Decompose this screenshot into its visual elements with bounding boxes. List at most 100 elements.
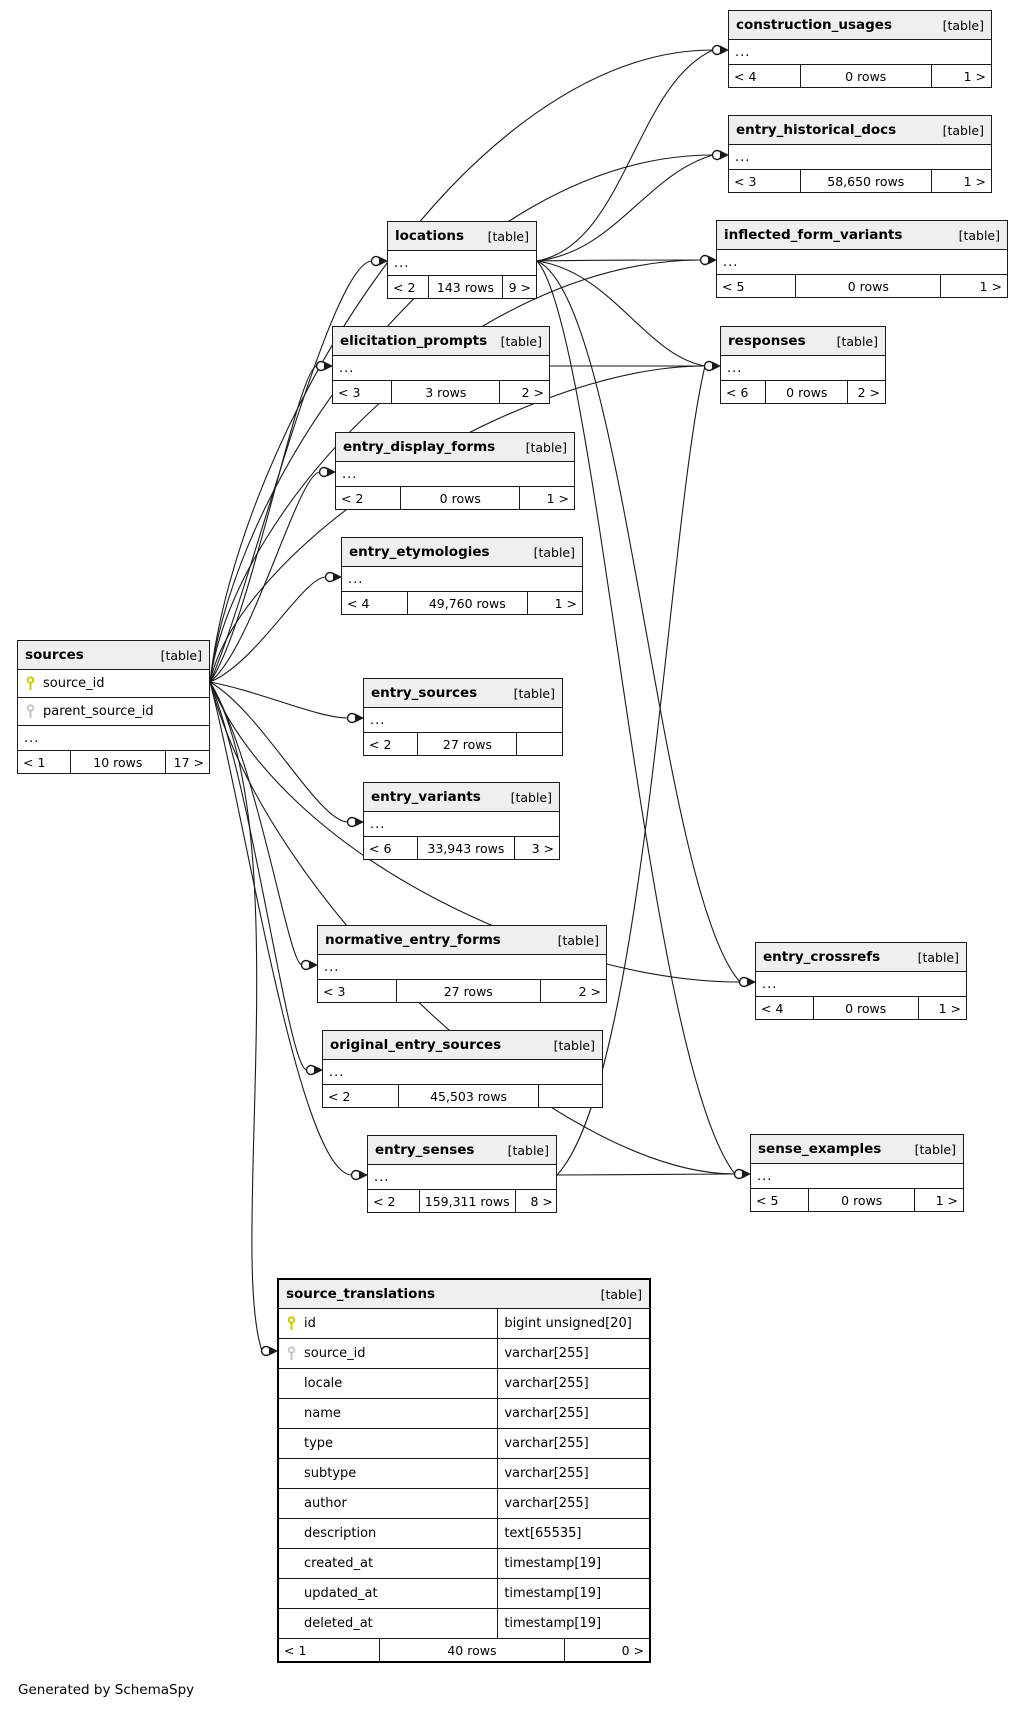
footer-parent-count[interactable]: < 5 bbox=[756, 1192, 779, 1208]
footer-parent-count[interactable]: < 2 bbox=[341, 490, 364, 506]
table-name-label[interactable]: entry_crossrefs bbox=[763, 949, 881, 965]
table-ellipsis-row[interactable]: ... bbox=[751, 1163, 963, 1188]
footer-parent-count[interactable]: < 4 bbox=[347, 595, 370, 611]
table-name-label[interactable]: responses bbox=[728, 333, 806, 349]
footer-parent-count[interactable]: < 3 bbox=[734, 173, 757, 189]
table-name-label[interactable]: sense_examples bbox=[758, 1141, 882, 1157]
table-ellipsis-row[interactable]: ... bbox=[318, 954, 606, 979]
table-name-label[interactable]: entry_sources bbox=[371, 685, 478, 701]
footer-parent-count[interactable]: < 5 bbox=[722, 278, 745, 294]
footer-child-count[interactable]: 1 > bbox=[940, 275, 1007, 297]
table-name-label[interactable]: elicitation_prompts bbox=[340, 333, 488, 349]
footer-parent-count[interactable]: < 3 bbox=[323, 983, 346, 999]
table-header[interactable]: entry_senses[table] bbox=[368, 1136, 556, 1164]
table-ellipsis-row[interactable]: ... bbox=[323, 1059, 602, 1084]
footer-parent-count[interactable]: < 1 bbox=[284, 1642, 307, 1658]
footer-parent-count[interactable]: < 4 bbox=[734, 68, 757, 84]
footer-parent-count[interactable]: < 2 bbox=[328, 1088, 351, 1104]
table-name-label[interactable]: source_translations bbox=[286, 1286, 436, 1302]
footer-child-count[interactable]: 0 > bbox=[563, 1639, 649, 1661]
footer-child-count[interactable] bbox=[537, 1085, 602, 1107]
footer-parent-count[interactable]: < 1 bbox=[23, 754, 46, 770]
footer-child-count[interactable]: 1 > bbox=[526, 592, 582, 614]
table-type-badge: [table] bbox=[942, 17, 984, 33]
column-row[interactable]: parent_source_id bbox=[18, 697, 209, 725]
column-row[interactable]: source_id bbox=[18, 669, 209, 697]
footer-child-count[interactable]: 1 > bbox=[930, 65, 991, 87]
table-ellipsis-row[interactable]: ... bbox=[364, 811, 559, 836]
table-ellipsis-row[interactable]: ... bbox=[364, 707, 562, 732]
footer-parent-count[interactable]: < 2 bbox=[373, 1193, 396, 1209]
table-name-label[interactable]: entry_etymologies bbox=[349, 544, 490, 560]
column-name: id bbox=[304, 1316, 316, 1331]
table-header[interactable]: entry_historical_docs[table] bbox=[729, 116, 991, 144]
footer-child-count[interactable] bbox=[516, 733, 562, 755]
table-name-label[interactable]: entry_variants bbox=[371, 789, 481, 805]
table-ellipsis-row[interactable]: ... bbox=[336, 461, 574, 486]
table-header[interactable]: locations[table] bbox=[388, 222, 536, 250]
footer-parent-count[interactable]: < 2 bbox=[369, 736, 392, 752]
footer-child-count[interactable]: 17 > bbox=[165, 751, 209, 773]
table-header[interactable]: original_entry_sources[table] bbox=[323, 1031, 602, 1059]
table-name-label[interactable]: normative_entry_forms bbox=[325, 932, 501, 948]
table-name-label[interactable]: sources bbox=[25, 647, 84, 663]
footer-child-count[interactable]: 9 > bbox=[501, 276, 536, 298]
footer-child-count[interactable]: 2 > bbox=[499, 381, 549, 403]
table-header[interactable]: elicitation_prompts[table] bbox=[333, 327, 549, 355]
table-name-label[interactable]: entry_historical_docs bbox=[736, 122, 897, 138]
footer-child-count[interactable]: 1 > bbox=[519, 487, 574, 509]
footer-child-count[interactable]: 8 > bbox=[514, 1190, 558, 1212]
table-header[interactable]: sense_examples[table] bbox=[751, 1135, 963, 1163]
table-header[interactable]: entry_display_forms[table] bbox=[336, 433, 574, 461]
footer-parent-count[interactable]: < 4 bbox=[761, 1000, 784, 1016]
table-header[interactable]: entry_sources[table] bbox=[364, 679, 562, 707]
table-name-label[interactable]: locations bbox=[395, 228, 465, 244]
footer-parent-count[interactable]: < 6 bbox=[726, 384, 749, 400]
table-name-label[interactable]: inflected_form_variants bbox=[724, 227, 903, 243]
table-ellipsis-row[interactable]: ... bbox=[333, 355, 549, 380]
table-header[interactable]: construction_usages [table] bbox=[729, 11, 991, 39]
table-ellipsis-row[interactable]: ... bbox=[388, 250, 536, 275]
table-header[interactable]: normative_entry_forms[table] bbox=[318, 926, 606, 954]
table-ellipsis-row[interactable]: ... bbox=[729, 144, 991, 169]
footer-child-count[interactable]: 1 > bbox=[917, 997, 966, 1019]
table-header[interactable]: inflected_form_variants[table] bbox=[717, 221, 1007, 249]
table-ellipsis-row[interactable]: ... bbox=[729, 39, 991, 64]
footer-child-count[interactable]: 1 > bbox=[914, 1189, 963, 1211]
table-header[interactable]: entry_crossrefs[table] bbox=[756, 943, 966, 971]
footer-child-count[interactable]: 1 > bbox=[930, 170, 991, 192]
table-header[interactable]: entry_variants[table] bbox=[364, 783, 559, 811]
table-header[interactable]: responses[table] bbox=[721, 327, 885, 355]
table-ellipsis-row[interactable]: ... bbox=[756, 971, 966, 996]
table-header[interactable]: sources[table] bbox=[18, 641, 209, 669]
table-ellipsis-row[interactable]: ... bbox=[717, 249, 1007, 274]
footer-parent-count[interactable]: < 3 bbox=[338, 384, 361, 400]
footer-parent-count[interactable]: < 6 bbox=[369, 840, 392, 856]
table-ellipsis-row[interactable]: ... bbox=[18, 725, 209, 750]
table-name-label[interactable]: original_entry_sources bbox=[330, 1037, 502, 1053]
table-ellipsis-row[interactable]: ... bbox=[368, 1164, 556, 1189]
table-name-label[interactable]: entry_senses bbox=[375, 1142, 475, 1158]
table-header[interactable]: source_translations[table] bbox=[279, 1280, 649, 1308]
footer-child-count[interactable]: 2 > bbox=[539, 980, 606, 1002]
footer-child-count[interactable]: 2 > bbox=[847, 381, 885, 403]
table-ellipsis-row[interactable]: ... bbox=[721, 355, 885, 380]
table-header[interactable]: entry_etymologies[table] bbox=[342, 538, 582, 566]
table-ellipsis-row[interactable]: ... bbox=[342, 566, 582, 591]
table-name-label[interactable]: construction_usages bbox=[736, 17, 892, 33]
footer-parent-count[interactable]: < 2 bbox=[393, 279, 416, 295]
footer-child-count[interactable]: 3 > bbox=[514, 837, 559, 859]
table-name-label[interactable]: entry_display_forms bbox=[343, 439, 496, 455]
